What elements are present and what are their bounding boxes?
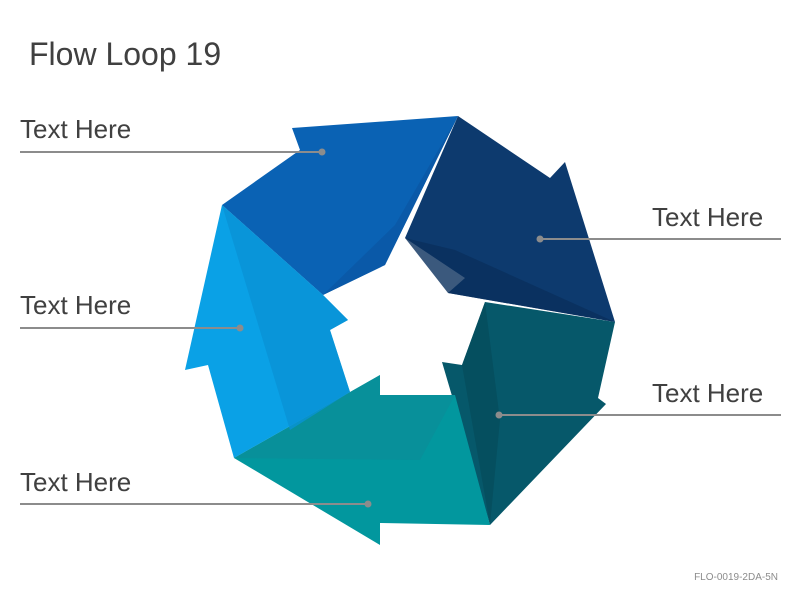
loop-segment-top-left: [222, 116, 458, 295]
connector-1: [20, 148, 326, 156]
label-bottom-right: Text Here: [652, 378, 764, 408]
label-top-right: Text Here: [652, 202, 764, 232]
loop-segment-left: [185, 205, 350, 458]
connector-3: [20, 324, 244, 332]
connector-2: [536, 235, 781, 243]
connector-dot: [536, 235, 544, 243]
footer-code: FLO-0019-2DA-5N: [694, 572, 778, 583]
label-middle-left: Text Here: [20, 290, 132, 320]
loop-segment-right: [442, 302, 615, 525]
loop-segment-bottom: [234, 375, 490, 545]
label-top-left: Text Here: [20, 114, 132, 144]
label-bottom-left: Text Here: [20, 467, 132, 497]
connector-dot: [236, 324, 244, 332]
connector-5: [20, 500, 372, 508]
connector-dot: [364, 500, 372, 508]
loop-segment-top-right: [405, 116, 615, 322]
connector-dot: [495, 411, 503, 419]
connector-4: [495, 411, 781, 419]
slide-title: Flow Loop 19: [29, 36, 222, 72]
connector-dot: [318, 148, 326, 156]
